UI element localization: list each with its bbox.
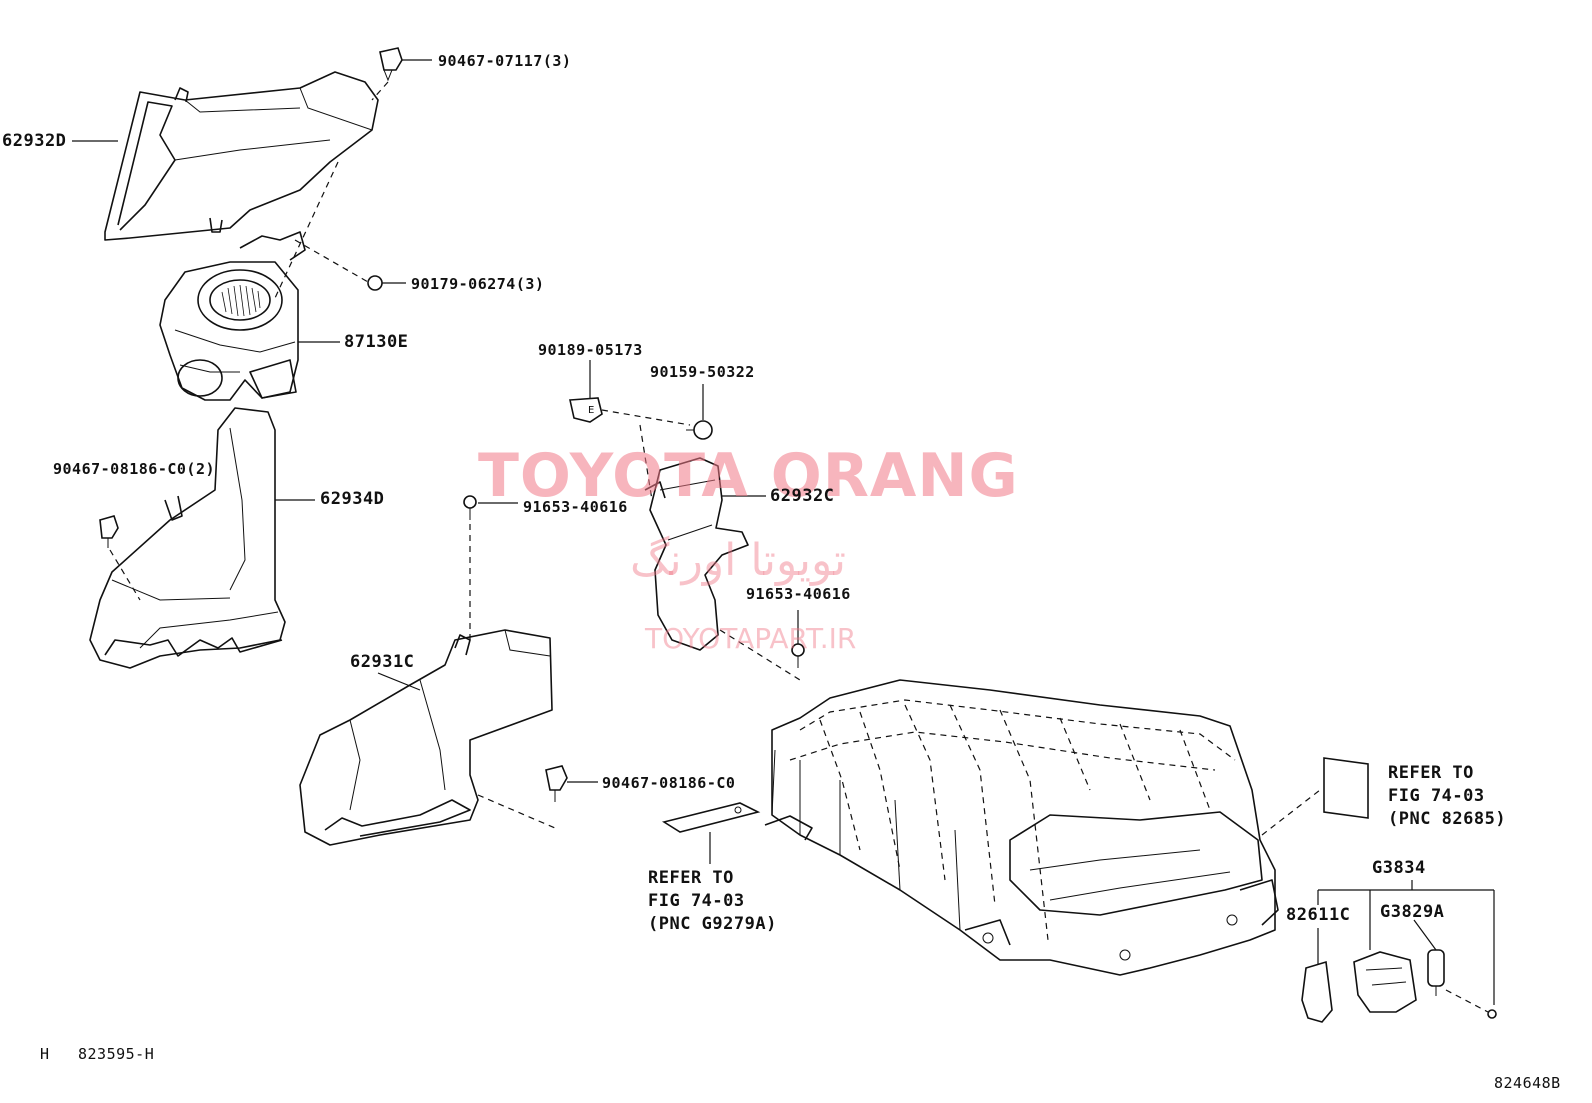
- sensor-g3829a-drawing: [1427, 949, 1445, 996]
- dash-duct-blower: [274, 161, 339, 299]
- footer-sheet-code: 823595-H: [78, 1045, 155, 1063]
- callout-91653-40616-b[interactable]: 91653-40616: [746, 585, 851, 603]
- clip-90467-08186-drawing: [545, 765, 568, 802]
- refer-left-line1: REFER TO: [648, 868, 734, 888]
- callout-g3834[interactable]: G3834: [1372, 858, 1426, 878]
- watermark-url: TOYOTAPART.IR: [645, 622, 857, 655]
- footer-mark: H: [40, 1045, 50, 1063]
- relay-g3834-drawing: [1353, 951, 1417, 1013]
- label-plate-g9279a-drawing: [661, 802, 761, 833]
- callout-87130e[interactable]: 87130E: [344, 332, 409, 352]
- callout-62932d[interactable]: 62932D: [2, 131, 67, 151]
- refer-left-line3: (PNC G9279A): [648, 914, 777, 934]
- refer-right-line3: (PNC 82685): [1388, 809, 1507, 829]
- clip-90189-05173-drawing: E: [569, 397, 603, 423]
- footer-figure-id: 824648B: [1494, 1074, 1561, 1092]
- callout-90467-08186[interactable]: 90467-08186-C0: [602, 774, 736, 792]
- cover-82611c-drawing: [1301, 960, 1333, 1023]
- refer-right-line2: FIG 74-03: [1388, 786, 1485, 806]
- dash-battery-plate: [1261, 789, 1321, 836]
- svg-text:E: E: [588, 405, 594, 416]
- bracket-g3834: [1317, 880, 1495, 1005]
- blower-87130e-drawing: [159, 231, 306, 401]
- callout-62932c[interactable]: 62932C: [770, 486, 835, 506]
- callout-90467-08186-2[interactable]: 90467-08186-C0(2): [53, 460, 216, 478]
- callout-62931c[interactable]: 62931C: [350, 652, 415, 672]
- watermark-brand: TOYOTA ORANG: [478, 441, 1019, 511]
- duct-62934d-drawing: [89, 407, 286, 669]
- callout-g3829a[interactable]: G3829A: [1380, 902, 1445, 922]
- leader-g3829a: [1413, 919, 1437, 951]
- dash-duct-clip: [477, 794, 556, 829]
- callout-62934d[interactable]: 62934D: [320, 489, 385, 509]
- refer-right-line1: REFER TO: [1388, 763, 1474, 783]
- refer-left-line2: FIG 74-03: [648, 891, 745, 911]
- watermark-brand-fa: تویوتا اورنگ: [630, 535, 846, 586]
- dash-bolt-b: [719, 629, 801, 681]
- callout-90179-06274[interactable]: 90179-06274(3): [411, 275, 545, 293]
- leader-62931c: [377, 672, 421, 691]
- duct-62932c-drawing: [644, 457, 749, 651]
- dash-sensor-screw: [1445, 989, 1489, 1013]
- clip-90467-08186-2-drawing: [99, 515, 141, 601]
- duct-62932d-drawing: [104, 71, 379, 241]
- dash-clip-bolt: [601, 409, 691, 426]
- battery-pack-drawing: [764, 679, 1279, 976]
- nut-90179-06274-drawing: [367, 275, 383, 291]
- dash-clip-bracket: [639, 424, 653, 501]
- bolt-90159-50322-drawing: [686, 420, 713, 440]
- callout-91653-40616-a[interactable]: 91653-40616: [523, 498, 628, 516]
- callout-90159-50322[interactable]: 90159-50322: [650, 363, 755, 381]
- duct-62931c-drawing: [299, 629, 553, 846]
- refer-note-left[interactable]: REFER TO FIG 74-03 (PNC G9279A): [648, 867, 777, 936]
- screw-drawing: [1487, 1009, 1497, 1019]
- label-plate-82685-drawing: [1323, 757, 1369, 819]
- callout-82611c[interactable]: 82611C: [1286, 905, 1351, 925]
- clip-90467-07117-drawing: [371, 47, 403, 101]
- callout-90189-05173[interactable]: 90189-05173: [538, 341, 643, 359]
- dash-90179-06274: [294, 239, 369, 283]
- bolt-91653-40616-a-drawing: [463, 495, 477, 520]
- refer-note-right[interactable]: REFER TO FIG 74-03 (PNC 82685): [1388, 762, 1506, 831]
- callout-90467-07117[interactable]: 90467-07117(3): [438, 52, 572, 70]
